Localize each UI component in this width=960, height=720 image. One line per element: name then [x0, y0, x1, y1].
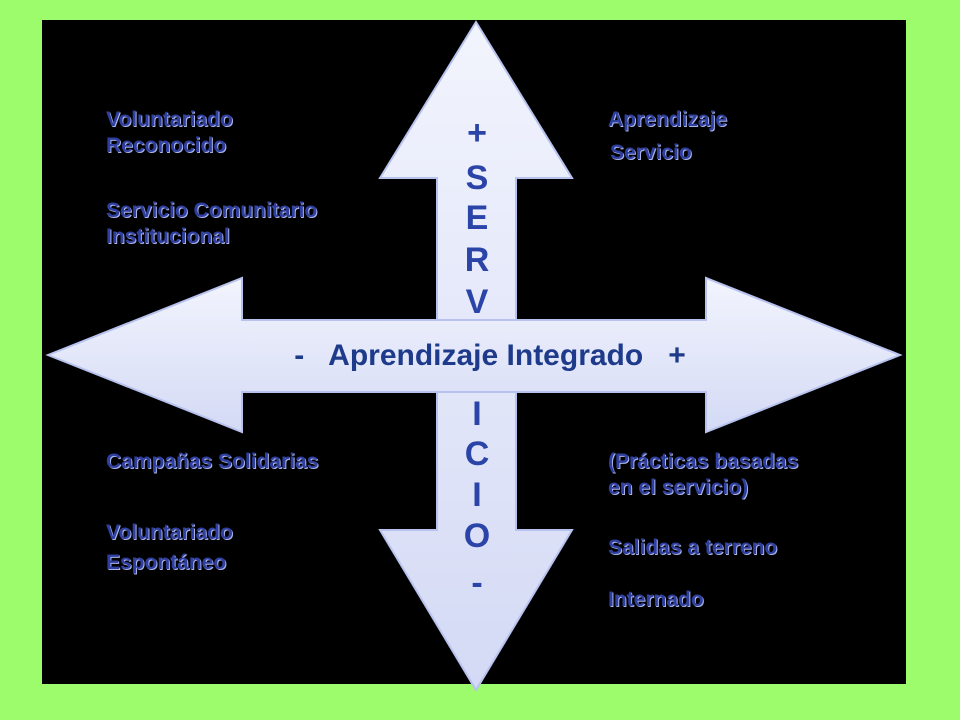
vertical-minus: - [471, 564, 483, 602]
vertical-letter-i: I [472, 395, 482, 433]
axis-title: Aprendizaje Integrado [328, 339, 644, 372]
quadrant-top-left-line-3: Servicio Comunitario [106, 199, 318, 222]
vertical-letter-s: S [465, 159, 489, 197]
quadrant-bottom-right-line-1: (Prácticas basadas [608, 450, 799, 473]
quadrant-top-left-line-1: Voluntariado [106, 108, 233, 131]
quadrant-top-left-line-4: Institucional [106, 225, 230, 248]
vertical-letter-i2: I [472, 476, 482, 514]
vertical-letter-e: E [465, 199, 489, 237]
vertical-letter-c: C [464, 435, 490, 473]
quadrant-bottom-right-line-4: Internado [608, 588, 704, 611]
quadrant-top-left-line-2: Reconocido [106, 134, 227, 157]
quadrant-top-right-line-2: Servicio [610, 141, 692, 164]
vertical-letter-r: R [464, 241, 490, 279]
horizontal-axis-label: - Aprendizaje Integrado + [200, 339, 780, 373]
vertical-letter-o: O [463, 517, 491, 555]
vertical-plus: + [467, 114, 487, 152]
axis-plus: + [668, 339, 686, 372]
quadrant-bottom-left-line-1: Campañas Solidarias [106, 450, 319, 473]
quadrant-bottom-left-line-2: Voluntariado [106, 521, 233, 544]
quadrant-top-right-line-1: Aprendizaje [608, 108, 728, 131]
quadrant-bottom-right-line-2: en el servicio) [608, 476, 749, 499]
quadrant-bottom-right-line-3: Salidas a terreno [608, 536, 778, 559]
horizontal-arrow [45, 276, 903, 434]
quadrant-bottom-left-line-3: Espontáneo [106, 551, 227, 574]
vertical-letter-v: V [465, 283, 489, 321]
axis-minus: - [294, 339, 305, 372]
